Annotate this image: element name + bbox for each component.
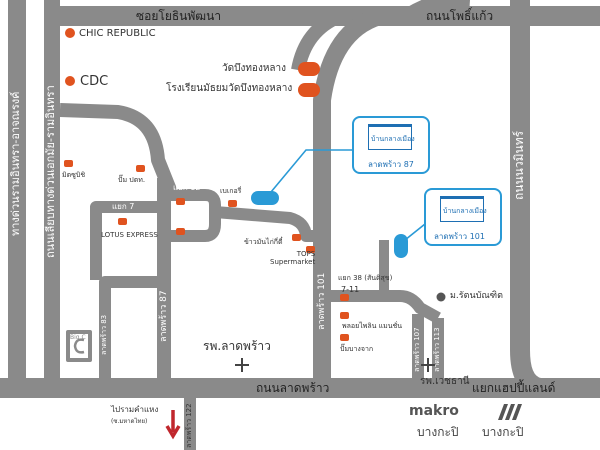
road-label-nawamin: ถนนนวมินทร์ — [512, 130, 526, 200]
poi-marker-mitsubishi — [64, 160, 73, 167]
poi-lotus: LOTUS EXPRESS — [101, 231, 158, 239]
poi-marker-chic — [65, 28, 75, 38]
road-nawamin — [510, 0, 543, 398]
callout-line-1 — [265, 149, 352, 199]
project-card-101-subtitle: ลาดพร้าว 101 — [434, 232, 485, 241]
road-curve-left — [59, 103, 179, 198]
poi-mitsubishi: มิตซูบิชิ — [62, 171, 86, 179]
road-label-ladprao-101: ลาดพร้าว 101 — [317, 272, 327, 330]
road-label-soi-yothin: ซอยโยธินพัฒนา — [136, 9, 222, 23]
road-label-ladprao: ถนนลาดพร้าว — [256, 381, 330, 395]
poi-pumbangchak: ปั๊มบางจาก — [340, 345, 374, 353]
road-label-yaek-10: แยก 10 — [172, 242, 200, 251]
project-pin-101 — [394, 234, 408, 258]
road-label-ladprao-113: ลาดพร้าว 113 — [433, 327, 441, 372]
hospital-ladprao-cross — [235, 358, 249, 372]
brand-makro: makro — [409, 403, 459, 419]
poi-rattanabundit: ม.รัตนบัณฑิต — [450, 291, 504, 301]
project-card-101-title: บ้านกลางเมือง — [443, 207, 487, 215]
poi-marker-mankai — [292, 234, 301, 241]
road-label-ladprao-87: ลาดพร้าว 87 — [159, 290, 169, 342]
poi-wat-bueng: วัดบึงทองหลาง — [222, 63, 287, 74]
poi-marker-wat — [298, 62, 320, 76]
road-label-ladprao-107: ลาดพร้าว 107 — [413, 327, 421, 372]
poi-to-bangkapi-sub: (ซ.มหาดไทย) — [111, 418, 148, 425]
project-card-87-title: บ้านกลางเมือง — [371, 135, 415, 143]
project-card-101-frame — [440, 196, 484, 222]
poi-seven: 7-11 — [341, 285, 360, 294]
poi-marker-bangchak — [340, 334, 349, 341]
poi-marker-burger — [228, 200, 237, 207]
poi-hosp-ladprao: รพ.ลาดพร้าว — [203, 339, 271, 353]
poi-cdc: CDC — [80, 74, 109, 89]
poi-mankai: ข้าวมันไก่กี่ตี๋ — [244, 238, 283, 246]
road-label-yaek-3: แยก 3 — [120, 269, 143, 278]
road-label-yaek-7: แยก 7 — [112, 202, 135, 211]
brand-mall-sub: บางกะปิ — [482, 425, 524, 439]
poi-marker-cdc — [65, 76, 75, 86]
poi-powerstation: พลอยไพลิน แมนชั่น — [342, 322, 403, 330]
poi-marker-yaek10 — [176, 228, 185, 235]
project-card-101[interactable]: บ้านกลางเมือง ลาดพร้าว 101 — [424, 188, 502, 246]
road-label-kanchanaphisek: ถนนเลียบทางด่วนเอกมัย-รามอินทรา — [44, 85, 57, 258]
road-label-expressway: ทางด่วนรามอินทรา-อาจณรงค์ — [9, 91, 22, 236]
project-pin-87 — [251, 191, 279, 205]
poi-hosp-vejthani: รพ.เวชธานี — [420, 376, 470, 387]
poi-burger: เบเกอรี่ — [220, 187, 242, 195]
bigc-logo — [66, 330, 92, 362]
project-card-87[interactable]: บ้านกลางเมือง ลาดพร้าว 87 — [352, 116, 430, 174]
university-dot — [436, 292, 446, 302]
hospital-vejthani-cross — [421, 358, 435, 372]
road-connector — [214, 206, 322, 242]
project-card-87-frame — [368, 124, 412, 150]
poi-to-bangkapi: ไปรามคำแหง — [111, 405, 159, 414]
poi-marker-powerstation — [340, 312, 349, 319]
brand-makro-sub: บางกะปิ — [417, 425, 459, 439]
poi-marker-yaek12 — [176, 198, 185, 205]
project-card-87-subtitle: ลาดพร้าว 87 — [368, 160, 414, 169]
road-yaek-3 — [99, 276, 164, 388]
road-yaek-38 — [322, 290, 441, 324]
road-label-ladprao-122: ลาดพร้าว 122 — [185, 403, 193, 448]
road-label-yaek-38: แยก 38 (สันติสุข) — [338, 274, 393, 282]
mall-logo — [498, 404, 522, 420]
poi-marker-lotus — [118, 218, 127, 225]
poi-marker-tops — [306, 246, 315, 253]
road-yaek-7 — [90, 201, 164, 280]
poi-marker-school — [298, 83, 320, 97]
poi-marker-seven — [340, 294, 349, 301]
poi-ptt: ปั๊ม ปตท. — [118, 176, 146, 184]
road-pho-kaeo — [313, 0, 470, 388]
road-label-yaek-12: แยก 12 — [173, 183, 201, 192]
poi-chic-republic: CHIC REPUBLIC — [79, 28, 156, 39]
road-label-pho-kaeo: ถนนโพธิ์แก้ว — [426, 9, 494, 23]
arrow-down-icon — [165, 410, 181, 440]
poi-marker-ptt — [136, 165, 145, 172]
road-label-happyland: แยกแฮปปี้แลนด์ — [472, 381, 556, 395]
poi-bigc: Big C — [70, 334, 86, 341]
road-yaek-12 — [164, 189, 221, 242]
poi-school: โรงเรียนมัธยมวัดบึงทองหลาง — [166, 83, 293, 94]
road-label-ladprao-83: ลาดพร้าว 83 — [100, 314, 108, 355]
poi-tops: TOPS Supermarket — [270, 250, 316, 267]
